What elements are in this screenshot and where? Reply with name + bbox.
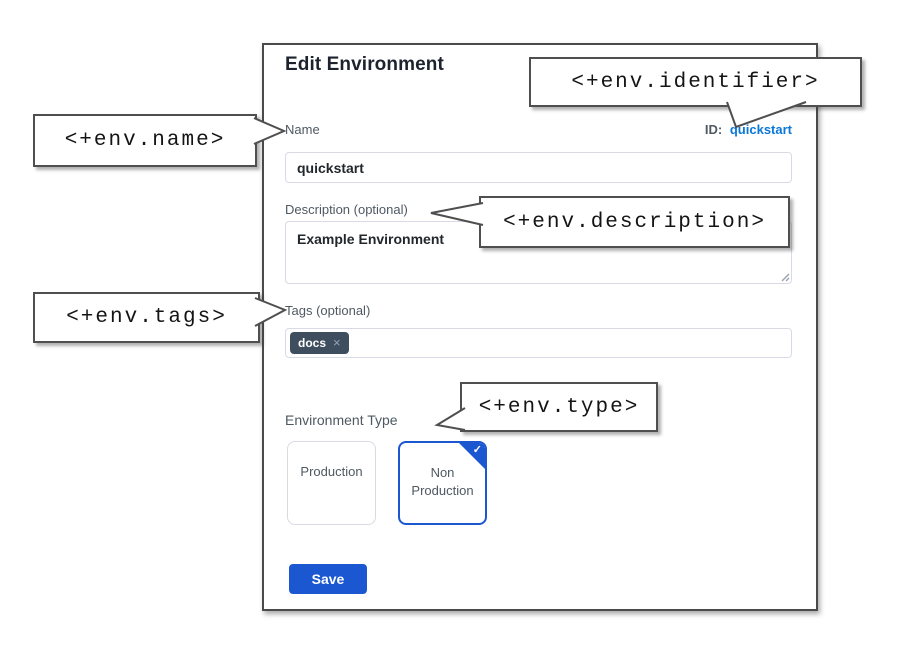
callout-env-tags-pointer bbox=[254, 297, 288, 327]
callout-env-description-pointer bbox=[430, 202, 484, 226]
environment-type-card-production[interactable]: Production bbox=[287, 441, 376, 525]
tag-remove-icon[interactable]: × bbox=[333, 335, 341, 351]
name-label: Name bbox=[285, 122, 320, 137]
id-label: ID: bbox=[704, 122, 723, 137]
callout-env-name: <+env.name> bbox=[33, 114, 257, 167]
id-value-link[interactable]: quickstart bbox=[729, 122, 792, 137]
callout-env-name-pointer bbox=[253, 117, 287, 145]
name-row: Name ID: quickstart bbox=[285, 122, 792, 137]
callout-env-identifier-pointer bbox=[726, 101, 807, 129]
callout-env-identifier: <+env.identifier> bbox=[529, 57, 862, 107]
tag-chip: docs × bbox=[290, 332, 349, 354]
edit-environment-dialog: Edit Environment Name ID: quickstart Des… bbox=[262, 43, 818, 611]
environment-type-card-non-production[interactable]: Non Production ✓ bbox=[398, 441, 487, 525]
tag-chip-label: docs bbox=[298, 335, 327, 350]
environment-type-label: Environment Type bbox=[285, 412, 398, 428]
callout-env-description: <+env.description> bbox=[479, 196, 790, 248]
callout-env-type: <+env.type> bbox=[460, 382, 658, 432]
identifier-display: ID: quickstart bbox=[705, 122, 792, 137]
tags-input[interactable]: docs × bbox=[285, 328, 792, 358]
environment-type-card-label: Non Production bbox=[411, 465, 474, 498]
name-input[interactable] bbox=[285, 152, 792, 183]
callout-env-tags: <+env.tags> bbox=[33, 292, 260, 343]
dialog-title: Edit Environment bbox=[285, 54, 444, 75]
save-button[interactable]: Save bbox=[289, 564, 367, 594]
environment-type-card-label: Production bbox=[300, 464, 363, 479]
check-icon: ✓ bbox=[472, 444, 482, 456]
tags-label: Tags (optional) bbox=[285, 303, 371, 318]
callout-env-type-pointer bbox=[434, 407, 466, 431]
description-label: Description (optional) bbox=[285, 202, 408, 217]
